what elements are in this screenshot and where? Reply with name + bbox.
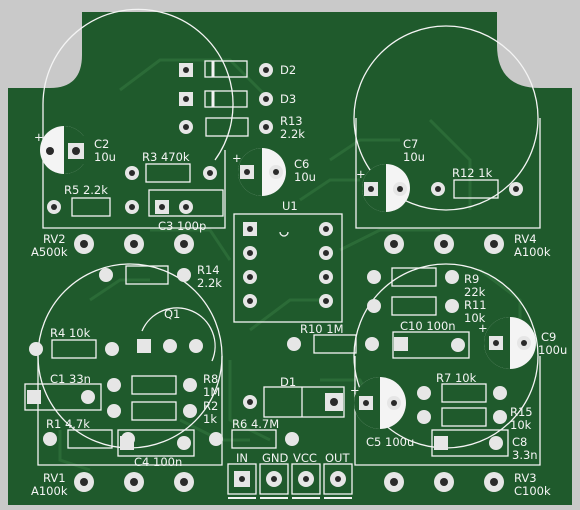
label-rv4-ref: RV4 xyxy=(514,232,537,246)
label-gnd: GND xyxy=(262,451,289,465)
round-pads xyxy=(29,63,531,492)
label-r5: R5 2.2k xyxy=(64,183,108,197)
polarity-c2: + xyxy=(34,130,44,144)
label-c4: C4 100n xyxy=(134,455,182,469)
label-r2-ref: R2 xyxy=(203,399,218,413)
label-c3: C3 100p xyxy=(158,219,206,233)
q1-outline xyxy=(141,307,216,362)
label-r6: R6 4.7M xyxy=(232,417,279,431)
copper-traces xyxy=(58,58,522,472)
label-vcc: VCC xyxy=(293,451,317,465)
label-c1: C1 33n xyxy=(50,372,91,386)
label-rv4-val: A100k xyxy=(514,245,551,259)
label-r4: R4 10k xyxy=(50,326,91,340)
label-r7: R7 10k xyxy=(436,371,477,385)
label-rv2-val: A500k xyxy=(31,245,68,259)
label-c2-val: 10u xyxy=(94,150,116,164)
board-outline xyxy=(8,12,572,505)
label-q1: Q1 xyxy=(164,307,180,321)
label-c7-ref: C7 xyxy=(403,137,418,151)
u1-outline xyxy=(233,213,343,323)
silkscreen-outlines xyxy=(24,8,541,499)
label-in: IN xyxy=(236,451,248,465)
label-r13-val: 2.2k xyxy=(280,127,305,141)
label-r13-ref: R13 xyxy=(280,114,303,128)
label-c5: C5 100u xyxy=(366,435,414,449)
label-r14-val: 2.2k xyxy=(197,276,222,290)
label-c9-ref: C9 xyxy=(541,330,556,344)
label-r1: R1 4.7k xyxy=(46,417,90,431)
label-r8-ref: R8 xyxy=(203,372,218,386)
d1-outline xyxy=(263,386,345,418)
polarity-c9: + xyxy=(478,321,488,335)
label-c8-ref: C8 xyxy=(512,435,527,449)
pad-holes xyxy=(46,67,527,486)
label-c6-ref: C6 xyxy=(294,157,309,171)
label-c10: C10 100n xyxy=(400,319,456,333)
rv2-outline xyxy=(42,8,234,161)
label-rv1-val: A100k xyxy=(31,484,68,498)
label-r2-val: 1k xyxy=(203,412,217,426)
label-r9-ref: R9 xyxy=(464,272,479,286)
label-rv3-ref: RV3 xyxy=(514,471,537,485)
label-rv3-val: C100k xyxy=(514,484,551,498)
label-c2-ref: C2 xyxy=(94,137,109,151)
polarity-c7: + xyxy=(356,167,366,181)
label-out: OUT xyxy=(325,451,350,465)
label-r15-val: 10k xyxy=(510,418,532,432)
label-r14-ref: R14 xyxy=(197,263,220,277)
label-rv2-ref: RV2 xyxy=(43,232,66,246)
polarity-c6: + xyxy=(232,151,242,165)
label-r11-val: 10k xyxy=(464,311,486,325)
label-r12: R12 1k xyxy=(452,166,493,180)
label-r11-ref: R11 xyxy=(464,298,487,312)
label-c8-val: 3.3n xyxy=(512,448,538,462)
label-r3: R3 470k xyxy=(142,150,190,164)
label-d3: D3 xyxy=(280,92,296,106)
polarity-c5: + xyxy=(350,383,360,397)
label-c7-val: 10u xyxy=(403,150,425,164)
label-d1: D1 xyxy=(280,375,296,389)
label-r15-ref: R15 xyxy=(510,405,533,419)
label-u1: U1 xyxy=(282,199,298,213)
label-r8-val: 1M xyxy=(203,385,220,399)
label-rv1-ref: RV1 xyxy=(43,471,66,485)
label-c6-val: 10u xyxy=(294,170,316,184)
label-c9-val: 100u xyxy=(538,343,567,357)
rv4-outline xyxy=(353,25,539,211)
label-r10: R10 1M xyxy=(300,322,344,336)
label-r9-val: 22k xyxy=(464,285,486,299)
label-d2: D2 xyxy=(280,63,296,77)
